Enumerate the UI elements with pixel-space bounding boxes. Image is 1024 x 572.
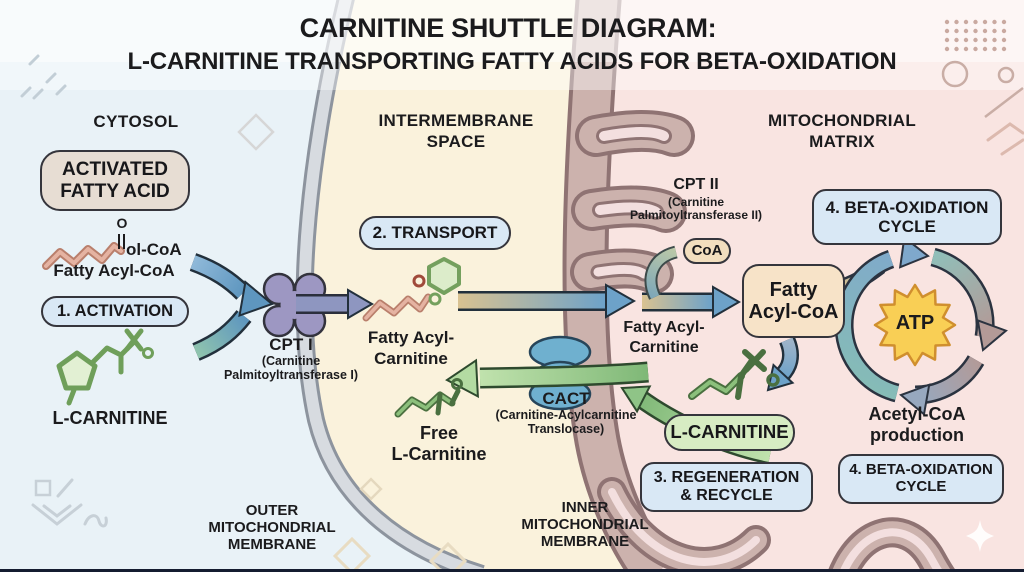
cpt2-sub-line2: Palmitoyltransferase II) [629,208,763,222]
free-l-carnitine-label-line2: L-Carnitine [391,444,487,464]
cact-sub-line2: Translocase) [527,422,605,436]
l-carnitine-box-label: L-CARNITINE [670,421,789,443]
fatty-acyl-coa-label: Fatty Acyl-CoA [53,261,175,280]
diamond-decoration [237,113,275,151]
coa-suffix-label: ol-CoA [126,240,182,259]
bottom-edge-bar [0,569,1024,572]
crista-fold-bottom [597,477,957,572]
beta-oxidation-top-line2: CYCLE [878,217,936,236]
regeneration-line2: & RECYCLE [680,487,773,504]
crista-fold [575,110,695,157]
l-carnitine-box-matrix: L-CARNITINE [664,414,795,451]
crista-fold [571,185,687,233]
activated-fatty-acid-box: ACTIVATED FATTY ACID [40,150,190,211]
fatty-acyl-carnitine-matrix-label: Fatty Acyl- [623,319,705,336]
beta-oxidation-cycle-arrows [834,235,1008,417]
regeneration-line1: 3. REGENERATION [653,469,800,487]
l-carnitine-molecule-matrix [688,349,780,400]
coa-badge: CoA [683,238,731,264]
l-carnitine-molecule-cytosol [56,328,154,406]
mitochondrial-matrix-heading: MITOCHONDRIAL [767,111,917,130]
activated-fatty-acid-line1: ACTIVATED [62,159,168,181]
corner-decoration [31,478,108,528]
inner-membrane-label-line3: MEMBRANE [540,533,630,550]
outer-membrane-label-line2: MITOCHONDRIAL [208,519,336,536]
cact-sub-line1: (Carnitine-Acylcarnitine [495,408,637,422]
activation-step-badge: 1. ACTIVATION [41,296,189,327]
l-carnitine-label-cytosol: L-CARNITINE [52,408,168,428]
diamond-decoration [359,477,383,501]
intermembrane-space-heading: INTERMEMBRANE [378,111,534,130]
free-l-carnitine-molecule [394,378,463,418]
acetyl-coa-label-line2: production [870,425,964,445]
acetyl-coa-label: Acetyl-CoA [868,404,966,424]
fatty-acyl-coa-box-line2: Acyl-CoA [748,301,839,323]
outer-membrane-label: OUTER [245,502,299,519]
beta-oxidation-bottom-line2: CYCLE [895,478,947,495]
cpt2-sub-line1: (Carnitine [667,195,725,209]
coa-badge-label: CoA [691,241,723,259]
cpt1-label: CPT I [269,335,313,354]
fatty-acyl-carnitine-label-line2: Carnitine [374,349,448,368]
outer-mitochondrial-membrane [295,0,485,572]
fatty-acyl-coa-box: Fatty Acyl-CoA [742,264,845,338]
inner-membrane-label-line2: MITOCHONDRIAL [521,516,649,533]
cact-label: CACT [542,389,590,408]
dot-grid-decoration [944,19,1007,52]
beta-oxidation-bottom-line1: 4. BETA-OXIDATION [849,461,993,479]
transport-step-badge: 2. TRANSPORT [359,216,511,250]
chevron-decoration [986,122,1024,156]
arrow-activation-to-cpt1 [189,253,274,361]
activation-step-label: 1. ACTIVATION [56,302,174,321]
diamond-decoration [332,536,372,572]
fatty-acyl-coa-box-line1: Fatty [769,278,818,301]
crista-fold [570,248,674,294]
transport-step-label: 2. TRANSPORT [372,223,498,243]
inner-membrane-label: INNER [561,499,609,516]
fatty-acyl-coa-molecule [42,234,125,270]
title-band-fade [0,62,1024,90]
intermembrane-space-heading-line2: SPACE [426,132,486,151]
fatty-acyl-carnitine-molecule [362,257,461,322]
carbonyl-oxygen-label: O [116,215,128,231]
beta-oxidation-cycle-box-top: 4. BETA-OXIDATION CYCLE [812,189,1002,245]
page-title: CARNITINE SHUTTLE DIAGRAM: [299,13,717,43]
beta-oxidation-top-line1: 4. BETA-OXIDATION [825,197,989,217]
cytosol-heading: CYTOSOL [93,112,179,131]
page-subtitle: L-CARNITINE TRANSPORTING FATTY ACIDS FOR… [127,48,897,75]
arrow-to-fatty-acyl-coa [642,285,742,319]
atp-starburst [873,283,957,367]
arrow-coa-release [644,245,679,300]
beta-oxidation-cycle-box-bottom: 4. BETA-OXIDATION CYCLE [838,454,1004,504]
arrow-transport-across-membrane [458,283,637,319]
fatty-acyl-carnitine-label: Fatty Acyl- [367,328,455,347]
sparkle-decoration [966,520,994,552]
regeneration-step-badge: 3. REGENERATION & RECYCLE [640,462,813,512]
fatty-acyl-carnitine-matrix-label-line2: Carnitine [629,339,699,356]
circle-decoration [941,60,1024,118]
mitochondrial-matrix-heading-line2: MATRIX [809,132,875,151]
arrow-cact-to-free-carnitine [445,358,649,399]
title-band [0,0,1024,62]
dash-decoration [20,54,67,100]
outer-membrane-label-line3: MEMBRANE [227,536,317,553]
arrow-through-cpt1 [296,288,374,320]
cpt2-label: CPT II [673,176,719,193]
cpt1-sub-line2: Palmitoyltransferase I) [223,368,359,382]
atp-label: ATP [895,312,935,334]
cpt1-sub-line1: (Carnitine [261,354,321,368]
free-l-carnitine-label: Free [419,423,459,443]
activated-fatty-acid-line2: FATTY ACID [60,180,170,202]
